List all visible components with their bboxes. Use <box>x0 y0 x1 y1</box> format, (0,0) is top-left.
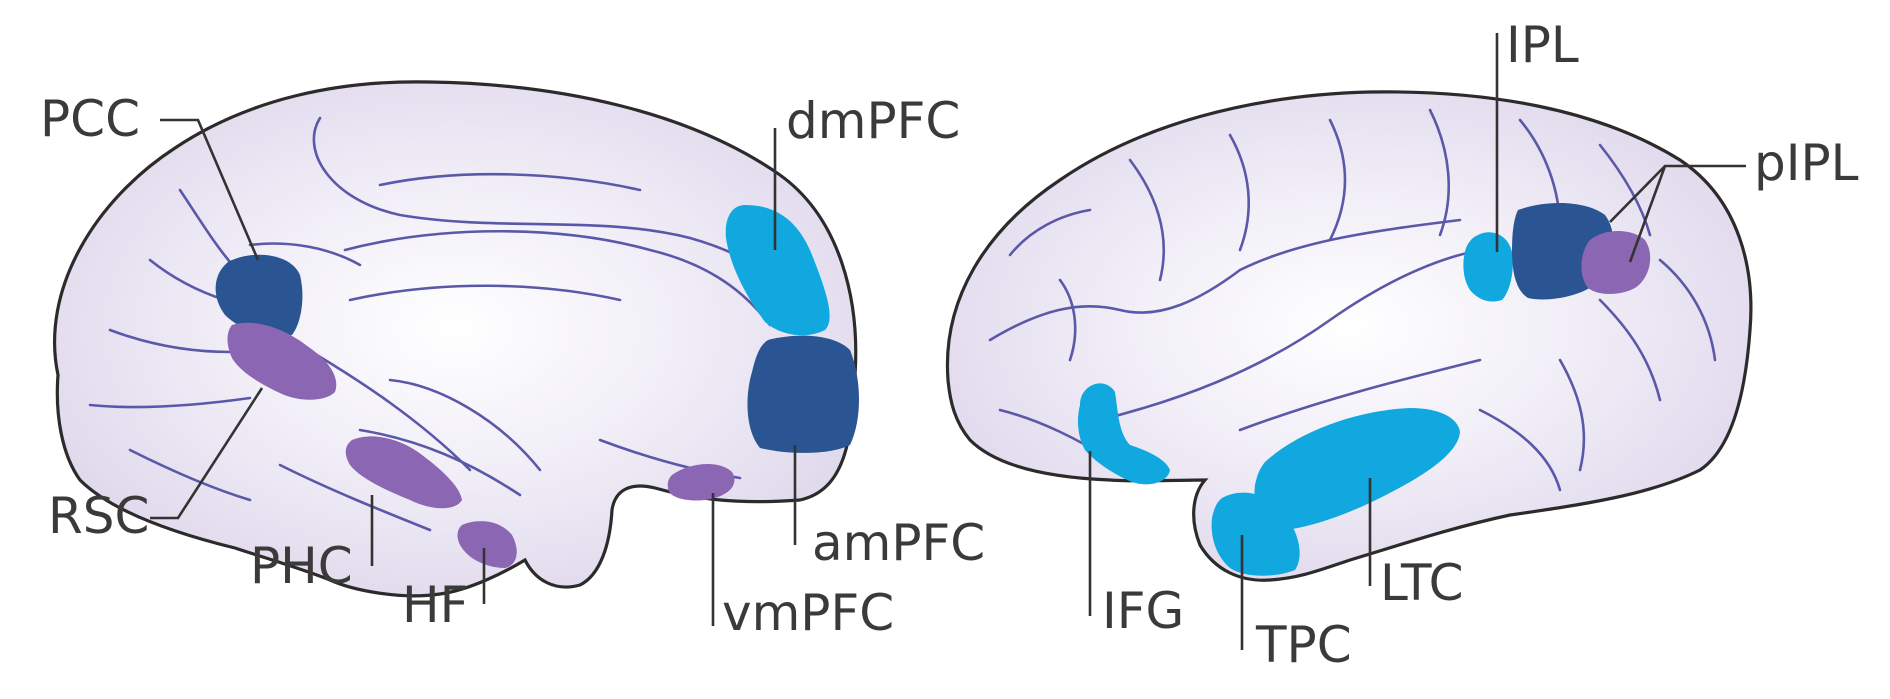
pcc-region <box>215 254 303 336</box>
pcc-leader <box>160 118 260 261</box>
medial-hemisphere: PCC RSC PHC HF dmPFC amPFC vmPFC <box>40 80 985 642</box>
dmpfc-region <box>725 205 830 336</box>
pipl-label: pIPL <box>1754 134 1859 192</box>
hf-label: HF <box>402 576 468 634</box>
ifg-region <box>1077 383 1170 485</box>
phc-label: PHC <box>250 537 353 595</box>
vmpfc-region <box>667 464 735 501</box>
ipl-label: IPL <box>1506 16 1579 74</box>
vmpfc-label: vmPFC <box>722 584 894 642</box>
lateral-sulci <box>988 108 1717 492</box>
pipl-region <box>1581 231 1651 294</box>
phc-region <box>345 436 462 509</box>
hf-region <box>457 521 517 568</box>
pcc-label: PCC <box>40 90 140 148</box>
ltc-region <box>1254 408 1460 530</box>
ampfc-region <box>747 335 859 453</box>
tpc-label: TPC <box>1255 616 1352 674</box>
ifg-label: IFG <box>1102 582 1184 640</box>
rsc-label: RSC <box>48 487 149 545</box>
pipl-leader <box>1609 164 1746 263</box>
rsc-leader <box>150 387 264 520</box>
ipl-region <box>1463 232 1513 302</box>
dmpfc-label: dmPFC <box>786 92 960 150</box>
tpc-region <box>1211 492 1300 576</box>
rsc-region <box>227 322 337 400</box>
lateral-hemisphere: IPL pIPL IFG TPC LTC <box>945 16 1859 674</box>
ltc-label: LTC <box>1380 554 1464 612</box>
ampfc-label: amPFC <box>812 514 985 572</box>
